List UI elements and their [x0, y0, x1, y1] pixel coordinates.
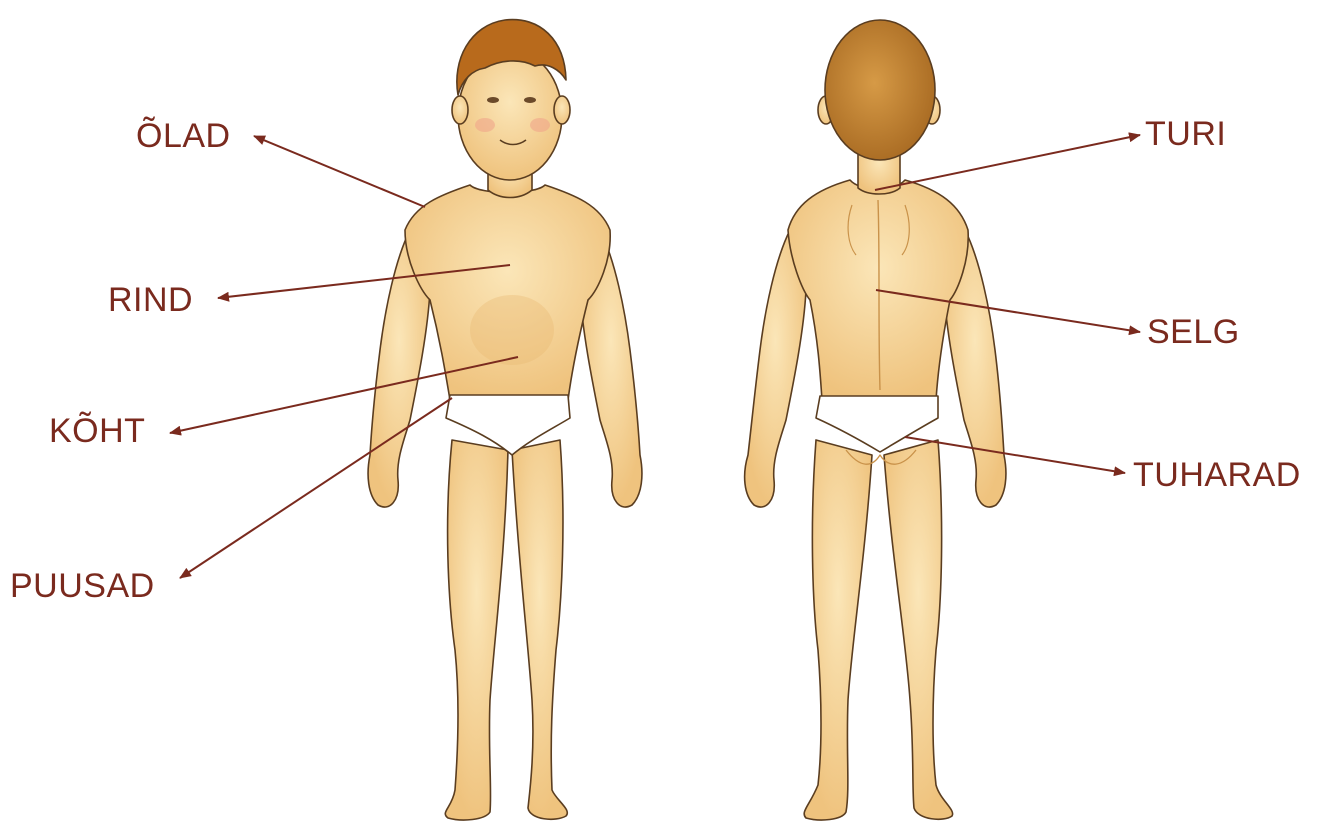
label-chest: RIND	[108, 280, 193, 320]
back-right-leg	[884, 440, 953, 819]
front-left-leg	[445, 440, 508, 820]
label-buttocks: TUHARAD	[1133, 455, 1301, 495]
front-right-leg	[512, 440, 567, 819]
back-left-leg	[804, 440, 872, 820]
front-ear-left	[452, 96, 468, 124]
front-cheek-left	[475, 118, 495, 132]
front-cheek-right	[530, 118, 550, 132]
front-eye-right	[524, 97, 536, 103]
back-hair	[825, 20, 935, 160]
label-back: SELG	[1147, 312, 1240, 352]
label-belly: KÕHT	[49, 411, 145, 451]
arrow-hips	[180, 398, 452, 578]
front-ear-right	[554, 96, 570, 124]
back-figure	[745, 20, 1006, 820]
back-underwear	[816, 396, 938, 452]
front-figure	[368, 20, 642, 820]
label-hips: PUUSAD	[10, 566, 155, 606]
front-eye-left	[487, 97, 499, 103]
arrow-shoulders	[254, 136, 425, 207]
front-belly-shade	[470, 295, 554, 365]
label-nape: TURI	[1145, 114, 1226, 154]
front-torso	[405, 185, 610, 400]
label-shoulders: ÕLAD	[136, 116, 231, 156]
